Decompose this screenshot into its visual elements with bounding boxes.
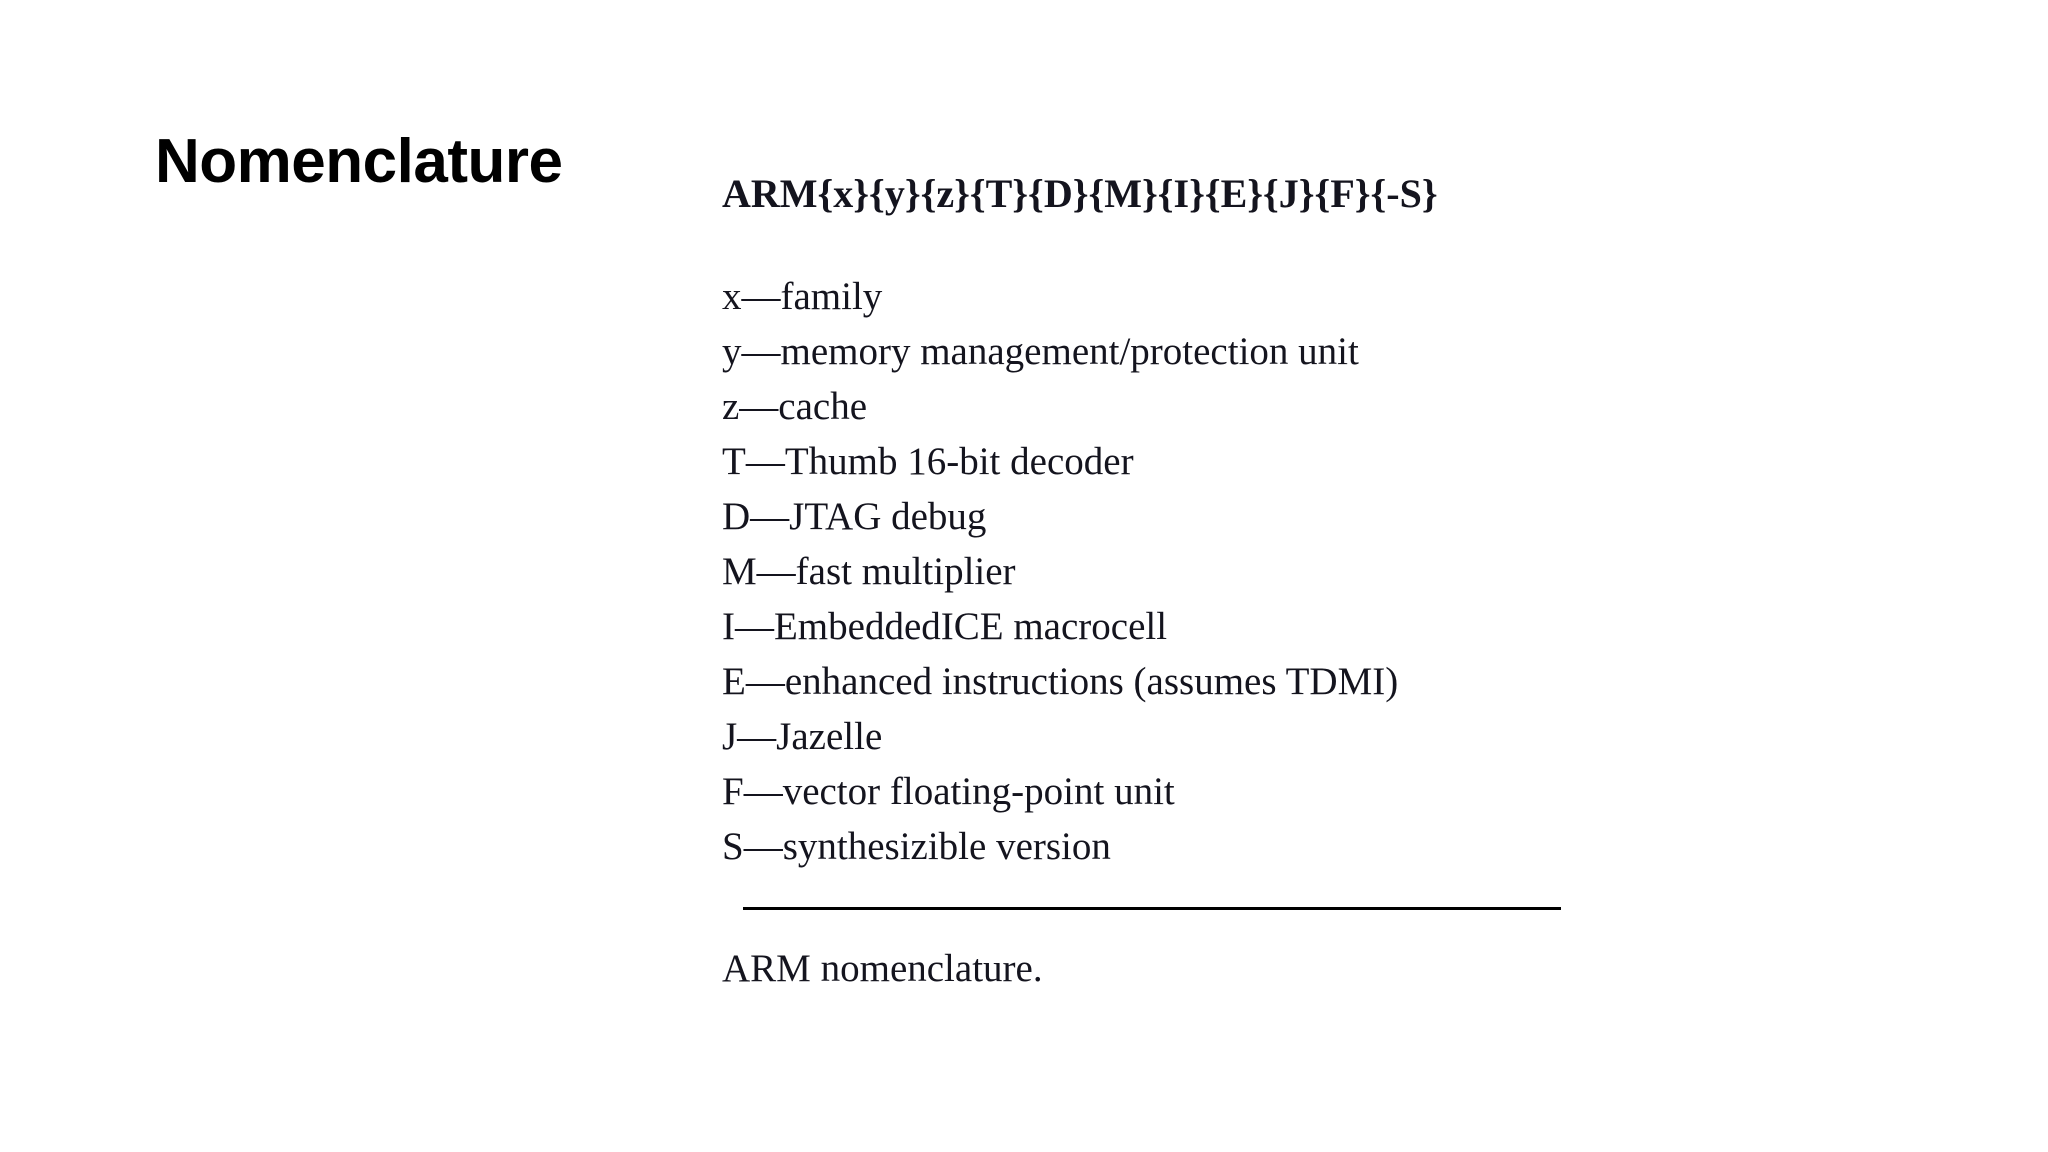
list-item: z—cache: [722, 385, 868, 429]
figure-caption: ARM nomenclature.: [722, 947, 1043, 991]
list-item: x—family: [722, 275, 883, 319]
list-item: T—Thumb 16-bit decoder: [722, 440, 1134, 484]
list-item: D—JTAG debug: [722, 495, 987, 539]
list-item: I—EmbeddedICE macrocell: [722, 605, 1168, 649]
page-title: Nomenclature: [155, 127, 563, 196]
suffix-legend-list: x—family y—memory management/protection …: [722, 269, 1582, 874]
list-item: E—enhanced instructions (assumes TDMI): [722, 660, 1399, 704]
nomenclature-formula: ARM{x}{y}{z}{T}{D}{M}{I}{E}{J}{F}{-S}: [722, 171, 1438, 216]
list-item: J—Jazelle: [722, 715, 883, 759]
figure-divider-rule: [743, 907, 1561, 911]
list-item: M—fast multiplier: [722, 550, 1016, 594]
arm-nomenclature-figure: ARM{x}{y}{z}{T}{D}{M}{I}{E}{J}{F}{-S} x—…: [722, 170, 1582, 993]
list-item: F—vector floating-point unit: [722, 770, 1175, 814]
list-item: S—synthesizible version: [722, 825, 1111, 869]
list-item: y—memory management/protection unit: [722, 330, 1359, 374]
